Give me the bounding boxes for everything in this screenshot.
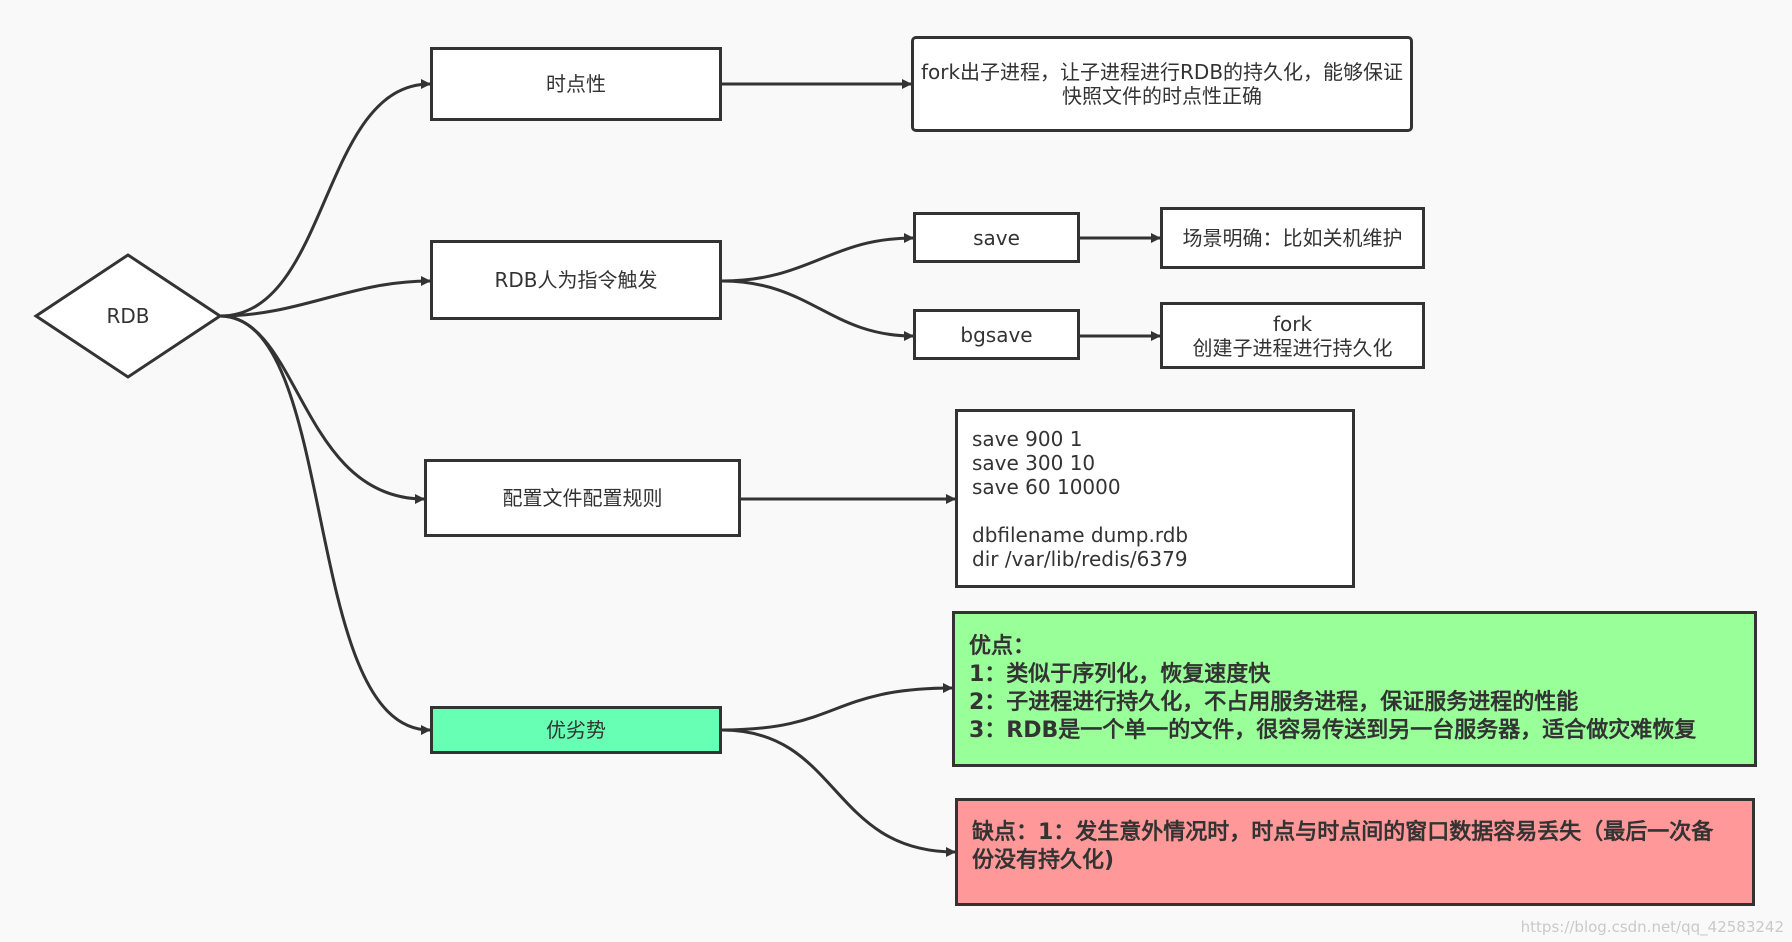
edge-advantage-to-cons bbox=[721, 728, 956, 857]
watermark-text: https://blog.csdn.net/qq_42583242 bbox=[1520, 918, 1784, 936]
config-line-1: save 900 1 bbox=[972, 426, 1083, 451]
pros-node: 优点： 1：类似于序列化，恢复速度快 2：子进程进行持久化，不占用服务进程，保证… bbox=[952, 611, 1757, 767]
edge-rdb-to-manual-trigger bbox=[219, 276, 431, 318]
pros-line-3: 2：子进程进行持久化，不占用服务进程，保证服务进程的性能 bbox=[969, 690, 1579, 715]
edge-rdb-to-pros-cons bbox=[219, 314, 431, 735]
config-rules-label: 配置文件配置规则 bbox=[502, 486, 663, 510]
save-node: save bbox=[913, 212, 1080, 263]
manual-trigger-label: RDB人为指令触发 bbox=[494, 268, 658, 292]
config-line-2: save 300 10 bbox=[972, 450, 1096, 475]
pros-cons-label: 优劣势 bbox=[546, 718, 606, 742]
config-line-5: dbfilename dump.rdb bbox=[972, 522, 1189, 547]
bgsave-note-node: fork 创建子进程进行持久化 bbox=[1160, 302, 1425, 369]
cons-line-2: 份没有持久化) bbox=[972, 848, 1115, 873]
point-in-time-label: 时点性 bbox=[546, 72, 606, 96]
bgsave-label: bgsave bbox=[960, 322, 1033, 347]
edge-rdb-to-point-in-time bbox=[219, 79, 431, 318]
pros-line-2: 1：类似于序列化，恢复速度快 bbox=[969, 662, 1271, 687]
manual-trigger-node: RDB人为指令触发 bbox=[430, 240, 722, 320]
point-in-time-detail-line-2: 快照文件的时点性正确 bbox=[1061, 84, 1262, 108]
config-detail-node: save 900 1 save 300 10 save 60 10000 dbf… bbox=[955, 409, 1355, 588]
config-rules-node: 配置文件配置规则 bbox=[424, 459, 741, 537]
bgsave-note-line-1: fork bbox=[1272, 311, 1313, 336]
rdb-root-label: RDB bbox=[106, 304, 150, 328]
pros-line-1: 优点： bbox=[969, 634, 1036, 659]
cons-node: 缺点：1：发生意外情况时，时点与时点间的窗口数据容易丢失（最后一次备 份没有持久… bbox=[955, 798, 1755, 906]
save-label: save bbox=[973, 225, 1020, 250]
edge-manual-to-bgsave bbox=[721, 279, 914, 341]
edge-manual-to-save bbox=[721, 233, 914, 283]
edge-rdb-to-config-rules bbox=[219, 314, 425, 504]
bgsave-note-line-2: 创建子进程进行持久化 bbox=[1192, 335, 1393, 360]
point-in-time-node: 时点性 bbox=[430, 47, 722, 121]
point-in-time-detail-node: fork出子进程，让子进程进行RDB的持久化，能够保证 快照文件的时点性正确 bbox=[911, 36, 1413, 132]
save-note-node: 场景明确：比如关机维护 bbox=[1160, 207, 1425, 269]
bgsave-node: bgsave bbox=[913, 309, 1080, 360]
pros-cons-node: 优劣势 bbox=[430, 706, 722, 754]
cons-line-1: 缺点：1：发生意外情况时，时点与时点间的窗口数据容易丢失（最后一次备 bbox=[972, 820, 1714, 845]
config-line-6: dir /var/lib/redis/6379 bbox=[972, 546, 1188, 571]
edge-advantage-to-pros bbox=[721, 683, 953, 732]
config-line-4 bbox=[972, 499, 1188, 523]
point-in-time-detail-line-1: fork出子进程，让子进程进行RDB的持久化，能够保证 bbox=[920, 60, 1404, 84]
save-note-text: 场景明确：比如关机维护 bbox=[1182, 226, 1403, 250]
pros-line-4: 3：RDB是一个单一的文件，很容易传送到另一台服务器，适合做灾难恢复 bbox=[969, 718, 1697, 743]
config-line-3: save 60 10000 bbox=[972, 474, 1121, 499]
